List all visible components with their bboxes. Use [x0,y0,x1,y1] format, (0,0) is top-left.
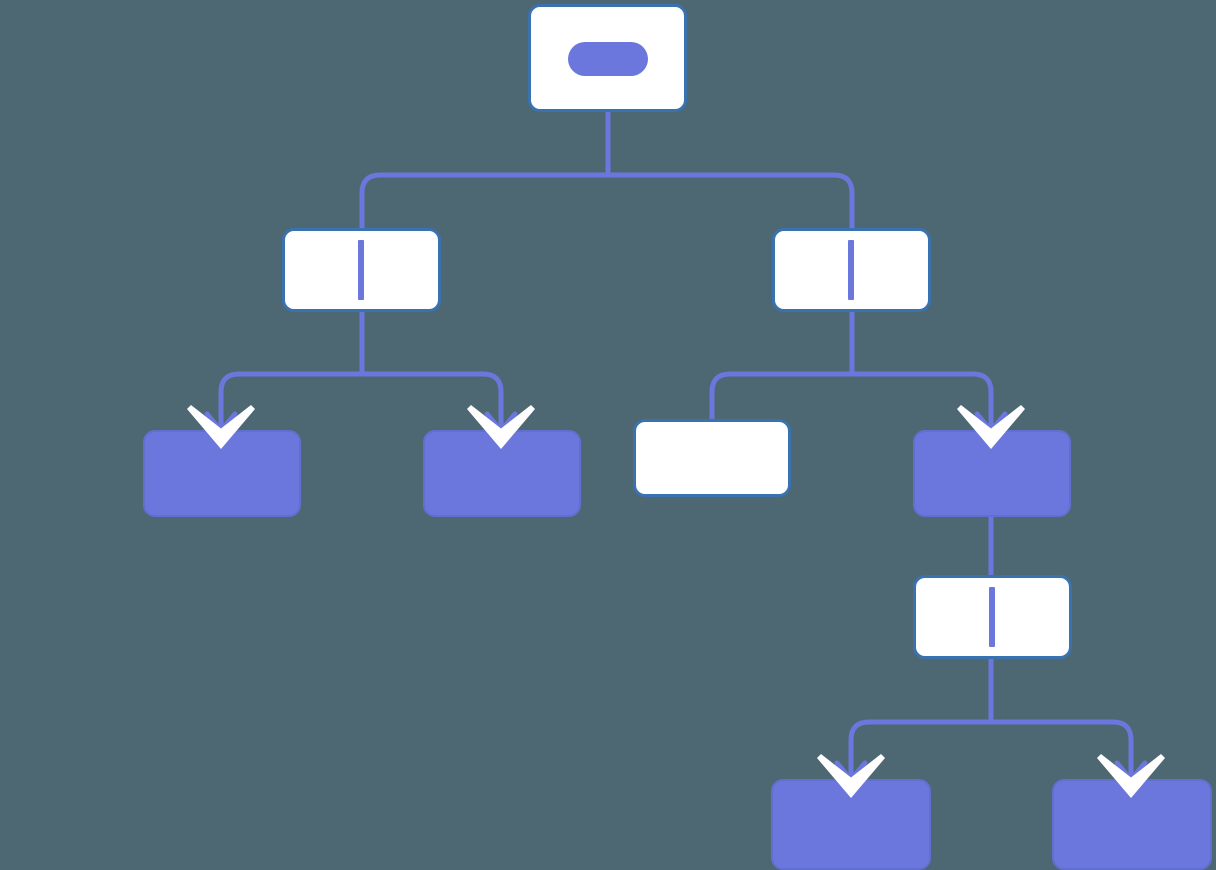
diagram-node-n9[interactable] [771,779,931,870]
diagram-node-n6[interactable] [633,419,791,497]
node-n8-vertical-bar [989,587,995,647]
diagram-node-n4[interactable] [143,430,301,517]
node-n2-vertical-bar [358,240,364,300]
diagram-node-n7[interactable] [913,430,1071,517]
node-n1-pill-redaction [568,42,648,76]
node-n3-vertical-bar [848,240,854,300]
diagram-node-n5[interactable] [423,430,581,517]
diagram-node-n10[interactable] [1052,779,1212,870]
